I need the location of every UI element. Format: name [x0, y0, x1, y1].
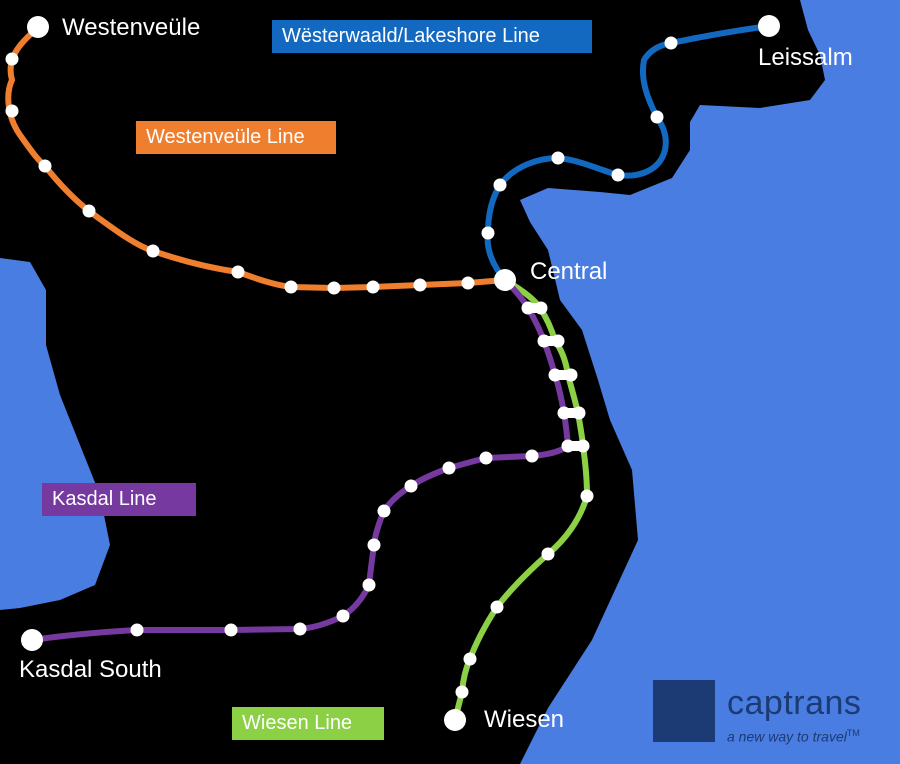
- stop-connector: [528, 303, 541, 313]
- stop-marker[interactable]: [367, 538, 381, 552]
- stop-marker[interactable]: [664, 36, 678, 50]
- stop-marker[interactable]: [130, 623, 144, 637]
- westerwaald-line-badge[interactable]: Wësterwaald/Lakeshore Line: [272, 20, 592, 53]
- stop-marker[interactable]: [366, 280, 380, 294]
- station-kasdal-south-label: Kasdal South: [19, 656, 162, 683]
- stop-marker[interactable]: [493, 178, 507, 192]
- stop-marker[interactable]: [551, 151, 565, 165]
- stop-marker[interactable]: [650, 110, 664, 124]
- captrans-logo: captrans a new way to travelTM: [653, 680, 893, 750]
- stop-marker[interactable]: [479, 451, 493, 465]
- logo-wordmark: captrans: [727, 684, 861, 723]
- stop-marker[interactable]: [611, 168, 625, 182]
- stop-marker[interactable]: [231, 265, 245, 279]
- stop-marker[interactable]: [38, 159, 52, 173]
- station-westenveule-label: Westenveüle: [62, 14, 201, 41]
- kasdal-line-badge[interactable]: Kasdal Line: [42, 483, 196, 516]
- stop-marker[interactable]: [461, 276, 475, 290]
- stop-marker[interactable]: [5, 104, 19, 118]
- logo-trademark: TM: [846, 728, 860, 738]
- stop-connector: [544, 336, 558, 346]
- stop-marker[interactable]: [146, 244, 160, 258]
- stop-marker[interactable]: [293, 622, 307, 636]
- logo-word-part1: cap: [727, 684, 784, 722]
- wiesen-line-badge[interactable]: Wiesen Line: [232, 707, 384, 740]
- logo-word-part2: trans: [783, 684, 862, 722]
- logo-tagline-text: a new way to travel: [727, 728, 847, 745]
- stop-marker[interactable]: [463, 652, 477, 666]
- stop-marker[interactable]: [224, 623, 238, 637]
- stop-marker[interactable]: [82, 204, 96, 218]
- stop-marker[interactable]: [490, 600, 504, 614]
- station-westenveule-marker[interactable]: [27, 16, 49, 38]
- stops-group: [5, 36, 678, 699]
- westenveule-line-badge[interactable]: Westenveüle Line: [136, 121, 336, 154]
- stop-marker[interactable]: [541, 547, 555, 561]
- station-central-label: Central: [530, 258, 608, 285]
- stop-marker[interactable]: [525, 449, 539, 463]
- logo-mark: [653, 680, 715, 742]
- stop-marker[interactable]: [5, 52, 19, 66]
- stop-connector: [555, 370, 571, 380]
- station-wiesen-marker[interactable]: [444, 709, 466, 731]
- station-central-marker[interactable]: [494, 269, 516, 291]
- stop-marker[interactable]: [442, 461, 456, 475]
- stop-marker[interactable]: [362, 578, 376, 592]
- stop-marker[interactable]: [481, 226, 495, 240]
- stop-marker[interactable]: [580, 489, 594, 503]
- lake-east: [520, 0, 900, 764]
- stop-connector: [568, 441, 583, 451]
- stop-marker[interactable]: [284, 280, 298, 294]
- station-kasdal-south-marker[interactable]: [21, 629, 43, 651]
- westerwaald-line-route: [484, 23, 772, 283]
- stop-marker[interactable]: [377, 504, 391, 518]
- bay-west: [0, 258, 110, 610]
- stop-marker[interactable]: [336, 609, 350, 623]
- stop-marker[interactable]: [404, 479, 418, 493]
- stop-marker[interactable]: [413, 278, 427, 292]
- stop-connector: [564, 408, 579, 418]
- logo-tagline: a new way to travelTM: [727, 728, 860, 745]
- station-wiesen-label: Wiesen: [484, 706, 565, 733]
- station-leissalm-marker[interactable]: [758, 15, 780, 37]
- station-leissalm-label: Leissalm: [758, 44, 853, 71]
- stop-marker[interactable]: [455, 685, 469, 699]
- stop-marker[interactable]: [327, 281, 341, 295]
